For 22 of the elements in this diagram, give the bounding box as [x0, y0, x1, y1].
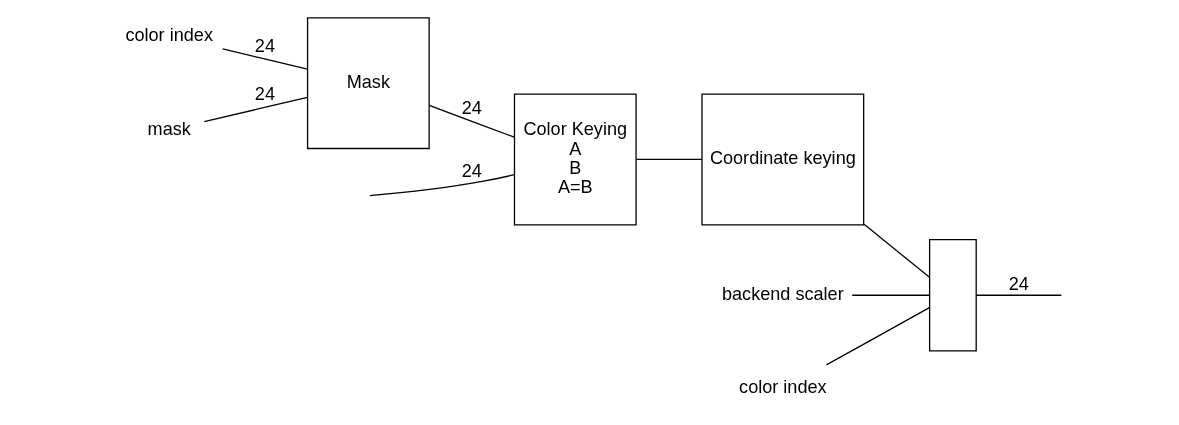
node-box: Mask [306, 17, 430, 150]
connector [222, 48, 308, 70]
edge-label: 24 [254, 36, 275, 57]
edge-label: 24 [1008, 274, 1029, 295]
node-text: mask [147, 118, 191, 139]
connector [825, 306, 931, 366]
node-text: color index [739, 377, 827, 398]
edge-label: 24 [461, 98, 482, 119]
node-text: color index [125, 25, 213, 46]
edge-label: 24 [254, 84, 275, 105]
edge-label: 24 [461, 160, 482, 181]
node-text: backend scaler [721, 284, 844, 305]
connector [203, 96, 309, 123]
connector [369, 174, 516, 197]
connector [635, 158, 703, 161]
connector [975, 294, 1063, 296]
connector [428, 104, 515, 138]
node-box: Color Keying A B A=B [513, 93, 637, 226]
node-box: Coordinate keying [701, 93, 865, 226]
connector [863, 223, 931, 278]
connector [851, 294, 930, 296]
node-box [928, 239, 977, 352]
